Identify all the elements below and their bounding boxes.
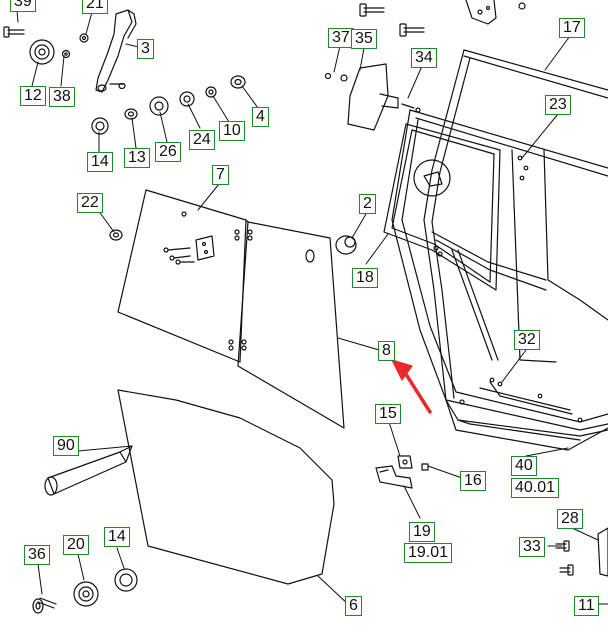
wheel-12-icon [29,39,55,65]
washer-24-icon [179,91,195,107]
glass-panel-6 [117,389,335,585]
grommet-14b-icon [114,568,138,592]
nut-21-icon [79,33,89,43]
callout-17[interactable]: 17 [559,18,585,38]
callout-14b[interactable]: 14 [104,527,130,547]
callout-10[interactable]: 10 [219,121,245,141]
callout-32[interactable]: 32 [514,330,540,350]
callout-16[interactable]: 16 [460,471,486,491]
washer-35-icon [340,74,348,82]
nut-22-icon [109,229,123,241]
callout-24[interactable]: 24 [189,130,215,150]
callout-19-01[interactable]: 19.01 [404,543,453,563]
callout-7[interactable]: 7 [212,165,229,185]
callout-35[interactable]: 35 [351,29,377,49]
sealant-tube-90-icon [44,445,133,496]
clip-15-icon [397,455,413,469]
leader-lines [16,9,608,607]
grommet-14-icon [91,117,109,135]
wheel-20-icon [73,581,99,607]
bolt-top-3-icon [518,2,526,10]
callout-28[interactable]: 28 [557,509,583,529]
callout-13[interactable]: 13 [124,148,150,168]
callout-6[interactable]: 6 [345,596,362,616]
callout-40-01[interactable]: 40.01 [511,478,560,498]
callout-26[interactable]: 26 [155,142,181,162]
callout-19[interactable]: 19 [409,522,435,542]
nut-10-icon [205,86,217,98]
callout-14[interactable]: 14 [87,152,113,172]
callout-38[interactable]: 38 [49,87,75,107]
callout-4[interactable]: 4 [252,107,269,127]
callout-23[interactable]: 23 [545,95,571,115]
callout-21[interactable]: 21 [82,0,108,14]
red-arrow-icon [391,359,432,414]
nut-16-icon [421,463,429,471]
bottom-left-parts [32,568,138,614]
callout-37[interactable]: 37 [328,28,354,48]
bolt-top-2-icon [399,23,425,37]
callout-18[interactable]: 18 [352,268,378,288]
washer-37-icon [324,72,332,80]
callout-39[interactable]: 39 [10,0,36,12]
callout-20[interactable]: 20 [63,535,89,555]
callout-3[interactable]: 3 [137,39,154,59]
bracket-28-icon [597,527,608,577]
callout-36[interactable]: 36 [24,545,50,565]
callout-2[interactable]: 2 [359,194,376,214]
callout-12[interactable]: 12 [20,86,46,106]
bolt-36-icon [32,597,57,614]
callout-34[interactable]: 34 [411,48,437,68]
screw-39-icon [3,26,25,38]
glass-panel-7 [117,189,345,429]
screw-33-icon [555,540,570,552]
screw-33b-icon [559,564,574,576]
bottom-right-parts [555,527,608,577]
washer-38-icon [61,49,71,59]
callout-8[interactable]: 8 [378,341,395,361]
callout-40[interactable]: 40 [511,456,537,476]
hinge-top-icon [465,0,497,25]
bumper-2-icon [335,235,357,255]
disc-26-icon [149,96,169,116]
cap-4-icon [230,75,246,89]
bolt-top-1-icon [359,3,385,17]
callout-33[interactable]: 33 [519,537,545,557]
hinge-bracket-34-icon [347,63,421,131]
door-frame [383,49,608,451]
handle-19-icon [375,465,413,489]
callout-22[interactable]: 22 [77,193,103,213]
bushing-13-icon [124,108,138,120]
callout-90[interactable]: 90 [53,436,79,456]
latch-parts [375,455,429,489]
bracket-3-icon [95,9,137,93]
top-hardware [324,0,526,131]
callout-11[interactable]: 11 [574,596,599,616]
callout-15[interactable]: 15 [375,404,401,424]
hardware-parts [3,9,357,255]
